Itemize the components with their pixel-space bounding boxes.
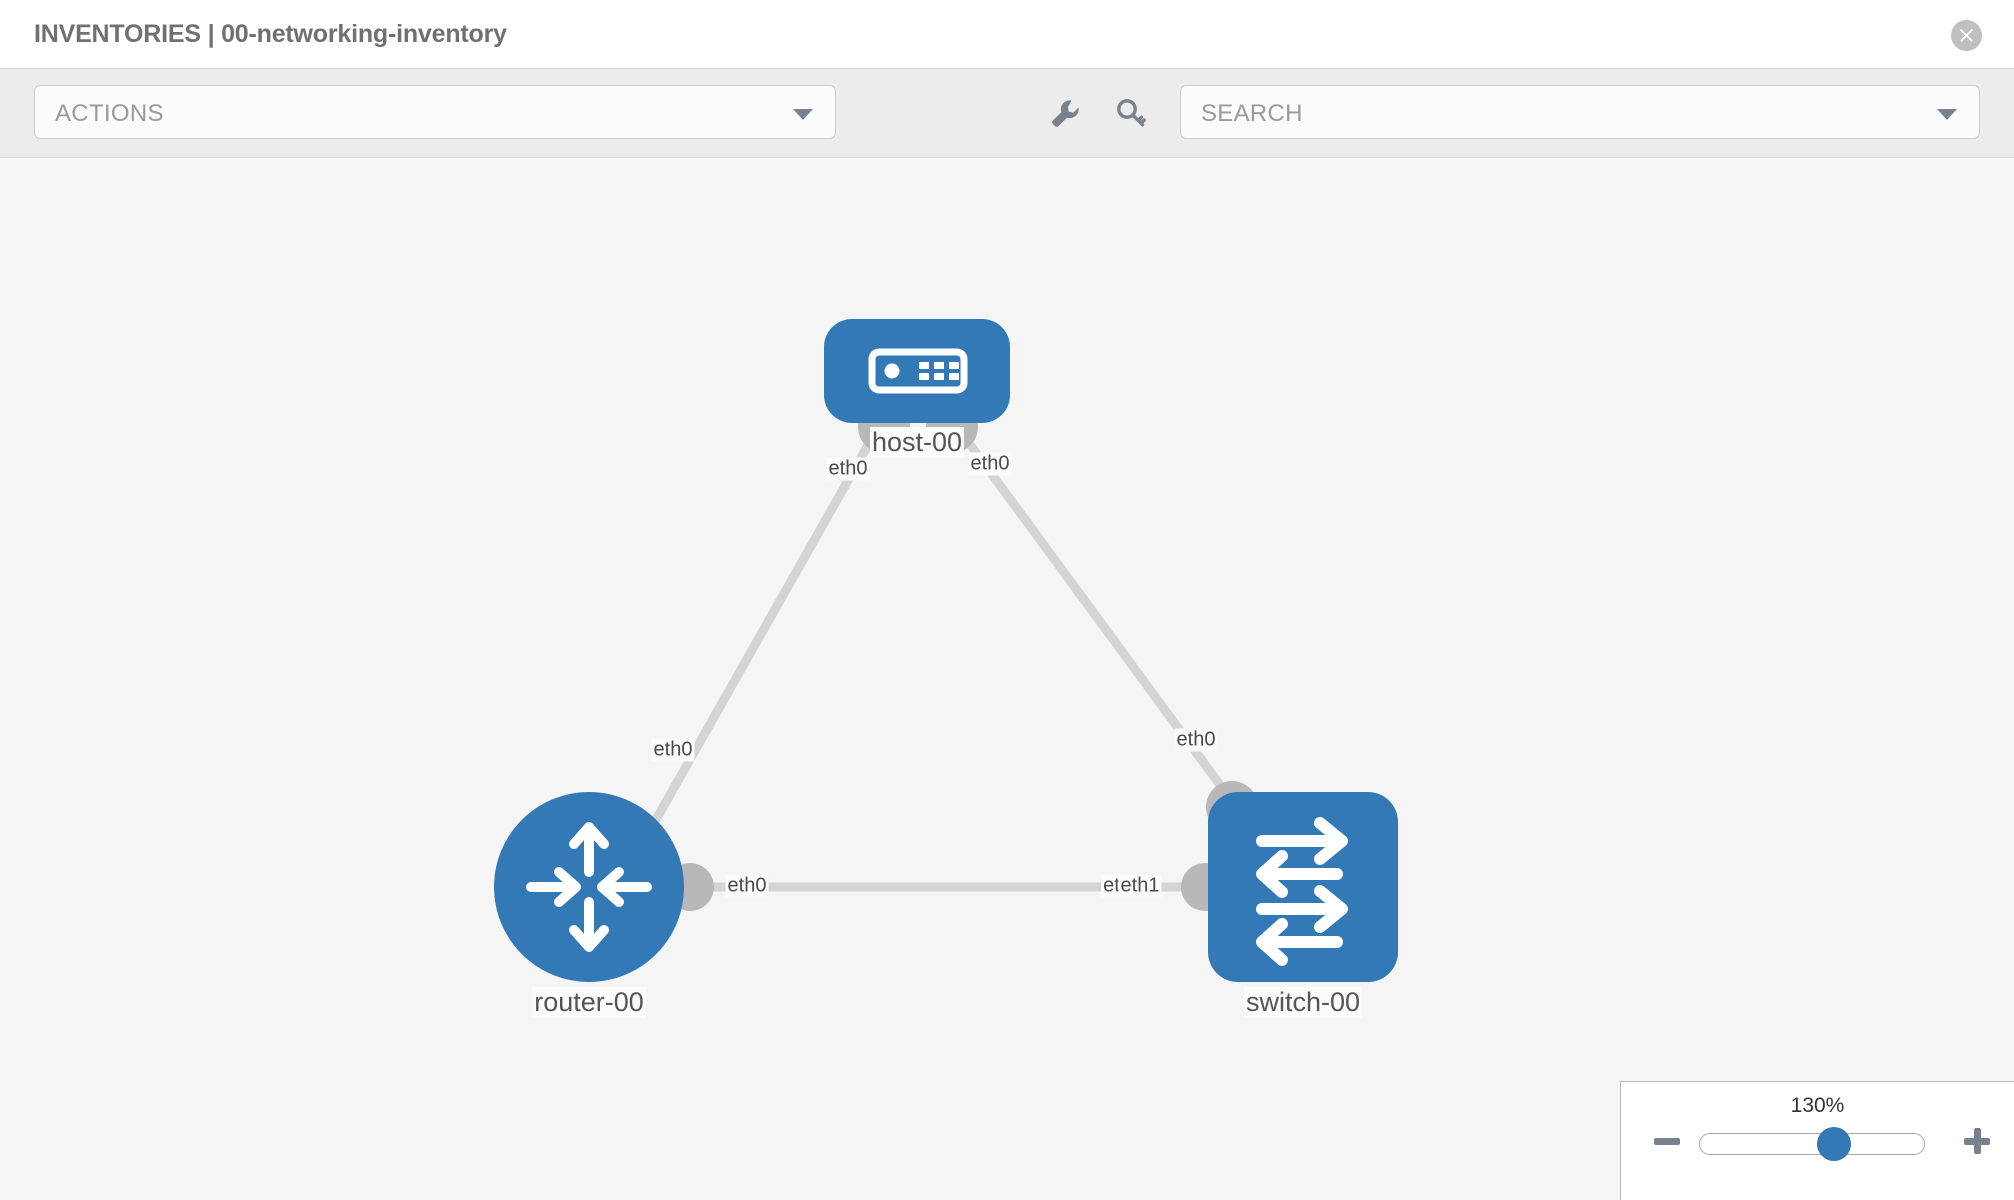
minus-icon[interactable] [1652, 1126, 1682, 1156]
plus-icon[interactable] [1962, 1126, 1992, 1156]
wrench-icon[interactable] [1048, 97, 1082, 131]
edge-label-router-switch-near-router: eth0 [725, 874, 769, 898]
search-placeholder: SEARCH [1201, 100, 1303, 127]
zoom-level-label: 130% [1790, 1094, 1845, 1117]
edge-host-router [641, 421, 884, 842]
close-icon[interactable] [1951, 20, 1982, 51]
node-switch-00 [1208, 792, 1398, 982]
page-header: INVENTORIES | 00-networking-inventory [0, 0, 2014, 69]
zoom-slider[interactable] [1699, 1127, 1925, 1161]
edge-label-router-switch-near-switch: eth1 [1118, 874, 1162, 898]
node-host-00 [824, 319, 1010, 423]
node-router-00 [494, 792, 684, 982]
zoom-slider-thumb[interactable] [1817, 1127, 1852, 1161]
node-label-switch-00: switch-00 [1243, 987, 1363, 1018]
actions-dropdown[interactable]: ACTIONS [34, 85, 836, 139]
key-icon[interactable] [1114, 97, 1148, 131]
server-device-icon [868, 348, 968, 394]
switch-arrows-icon [1256, 817, 1348, 966]
topology-graph [494, 319, 1398, 982]
toolbar: ACTIONS SEARCH [0, 69, 2014, 158]
chevron-down-icon [1937, 109, 1957, 120]
actions-dropdown-label: ACTIONS [55, 100, 164, 127]
page-title: INVENTORIES | 00-networking-inventory [34, 20, 507, 48]
edge-label-host-switch-near-host: eth0 [968, 452, 1012, 476]
edge-label-host-router-near-router: eth0 [651, 738, 695, 762]
node-label-host-00: host-00 [869, 427, 965, 458]
edge-label-host-router-near-host: eth0 [826, 457, 870, 481]
topology-canvas[interactable]: host-00 router-00 switch-00 eth0 eth0 et… [0, 159, 2014, 1200]
zoom-control-panel: 130% [1620, 1081, 2014, 1200]
search-input[interactable]: SEARCH [1180, 85, 1980, 139]
edge-label-host-switch-near-switch: eth0 [1174, 728, 1218, 752]
node-label-router-00: router-00 [532, 987, 646, 1018]
chevron-down-icon [793, 109, 813, 120]
topology-edges [641, 421, 1249, 892]
topology-connectors [666, 401, 1258, 911]
edge-host-switch [951, 421, 1249, 822]
router-arrows-icon [526, 822, 652, 952]
